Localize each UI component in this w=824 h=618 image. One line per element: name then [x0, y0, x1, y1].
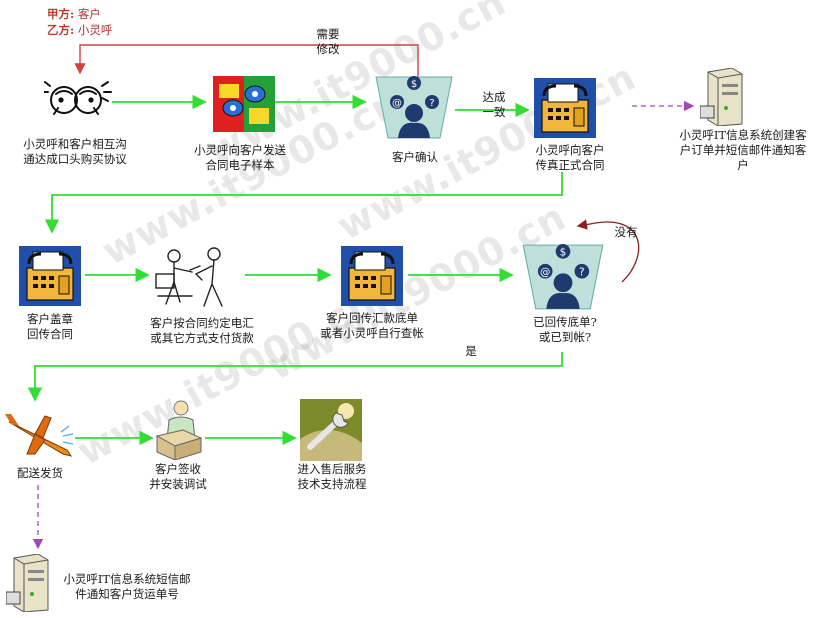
- label-line: 需要: [316, 27, 340, 41]
- edge-label-agree: 达成 一致: [474, 90, 514, 120]
- server-icon: [700, 68, 743, 126]
- label-line: 配送发货: [17, 466, 63, 480]
- legend: 甲方: 客户 乙方: 小灵呼: [47, 6, 112, 38]
- label-line: 修改: [316, 42, 340, 56]
- arrow-fax-to-stamp: [44, 172, 563, 234]
- label-line: 客户按合同约定电汇: [150, 316, 254, 330]
- party-a-key: 甲方:: [47, 7, 75, 21]
- label-line: 小灵呼向客户: [535, 143, 605, 157]
- arrow-revise-loop: [74, 44, 419, 78]
- label-line: 并安装调试: [149, 477, 207, 491]
- node-label-ship: 配送发货: [0, 466, 80, 481]
- node-label-fax-contract: 小灵呼向客户 传真正式合同: [515, 143, 625, 173]
- svg-text:$: $: [411, 79, 417, 90]
- customer-confirm-icon: $ @ ?: [375, 76, 453, 139]
- label-line: 客户回传汇款底单: [326, 311, 418, 325]
- party-b-key: 乙方:: [47, 23, 75, 37]
- edge-label-no: 没有: [614, 225, 638, 239]
- svg-text:@: @: [540, 266, 550, 278]
- label-line: 技术支持流程: [297, 477, 367, 491]
- label-line: 客户确认: [392, 150, 438, 164]
- arrow-check-to-ship: [27, 352, 563, 402]
- server-icon: [6, 554, 49, 612]
- label-line: 件通知客户货运单号: [75, 587, 179, 601]
- party-b-value: 小灵呼: [77, 23, 113, 37]
- label-line: 通达成口头购买协议: [23, 152, 127, 166]
- label-line: 回传合同: [27, 327, 73, 341]
- svg-text:?: ?: [429, 98, 434, 109]
- svg-text:$: $: [560, 247, 567, 259]
- edge-label-revise: 需要 修改: [308, 27, 348, 57]
- svg-text:?: ?: [579, 266, 585, 278]
- label-line: 进入售后服务: [297, 462, 367, 476]
- airplane-icon: [5, 414, 74, 457]
- node-label-install: 客户签收 并安装调试: [128, 462, 228, 492]
- label-line: 传真正式合同: [535, 158, 605, 172]
- node-label-negotiate: 小灵呼和客户相互沟 通达成口头购买协议: [5, 137, 145, 167]
- node-label-check-payment: 已回传底单? 或已到帐?: [515, 315, 615, 345]
- label-line: 小灵呼IT信息系统短信邮: [63, 572, 191, 586]
- edge-label-yes: 是: [465, 344, 477, 358]
- payment-check-icon: $ @ ?: [522, 244, 604, 310]
- node-label-remit-slip: 客户回传汇款底单 或者小灵呼自行查帐: [302, 311, 442, 341]
- label-line: 小灵呼IT信息系统创建客: [679, 128, 807, 142]
- contract-sample-icon: [213, 76, 275, 132]
- label-line: 已回传底单?: [533, 315, 597, 329]
- fax-icon: [341, 246, 403, 306]
- arrow-not-yet-loop: [576, 219, 640, 283]
- label-line: 小灵呼向客户发送: [194, 143, 286, 157]
- label-line: 户: [737, 158, 749, 172]
- label-line: 一致: [482, 105, 506, 119]
- node-label-confirm: 客户确认: [370, 150, 460, 165]
- label-line: 或其它方式支付货款: [150, 331, 254, 345]
- install-package-icon: [155, 400, 203, 460]
- label-line: 客户盖章: [27, 312, 73, 326]
- label-line: 或已到帐?: [538, 330, 592, 344]
- payment-handshake-icon: [155, 247, 223, 307]
- label-line: 达成: [482, 90, 506, 104]
- node-label-after-sales: 进入售后服务 技术支持流程: [272, 462, 392, 492]
- fax-icon: [19, 246, 81, 306]
- svg-text:@: @: [392, 98, 402, 109]
- node-label-stamp-return: 客户盖章 回传合同: [5, 312, 95, 342]
- label-line: 户订单并短信邮件通知客: [679, 143, 807, 157]
- label-line: 客户签收: [155, 462, 201, 476]
- label-line: 小灵呼和客户相互沟: [23, 137, 127, 151]
- label-line: 或者小灵呼自行查帐: [320, 326, 424, 340]
- talking-heads-icon: [44, 81, 112, 115]
- node-label-create-order: 小灵呼IT信息系统创建客 户订单并短信邮件通知客 户: [668, 128, 818, 173]
- party-a-value: 客户: [77, 7, 101, 21]
- label-line: 合同电子样本: [205, 158, 275, 172]
- node-label-send-sample: 小灵呼向客户发送 合同电子样本: [175, 143, 305, 173]
- wrench-icon: [300, 399, 362, 461]
- node-label-pay: 客户按合同约定电汇 或其它方式支付货款: [127, 316, 277, 346]
- node-label-notify-waybill: 小灵呼IT信息系统短信邮 件通知客户货运单号: [52, 572, 202, 602]
- fax-icon: [534, 78, 596, 138]
